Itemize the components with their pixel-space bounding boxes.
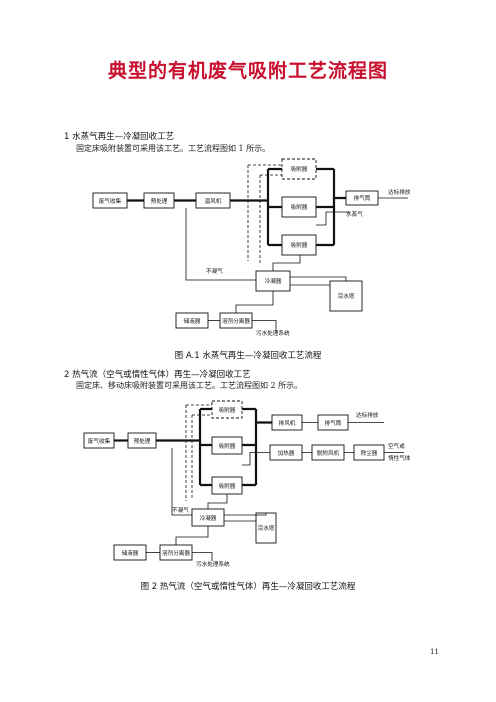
- fig2-line: [224, 513, 267, 516]
- fig2-main-fan-label: 排风机: [279, 419, 296, 427]
- fig2-line: [242, 452, 270, 466]
- fig2-storage-label: 储液器: [122, 549, 139, 557]
- section1-heading: 1 水蒸气再生—冷凝回收工艺: [64, 132, 175, 142]
- fig2-line: [185, 404, 212, 501]
- fig1-noncond-label: 不凝气: [206, 267, 223, 275]
- fig2-stack-label: 排气筒: [325, 419, 342, 427]
- fig1-line: [235, 291, 274, 313]
- fig1-steam-label: 水蒸气: [346, 210, 363, 218]
- fig1-separator-label: 溶剂分离器: [222, 317, 250, 325]
- fig1-adsorber-bot-label: 吸附器: [291, 241, 308, 249]
- fig1-fan-label: 温风机: [205, 197, 222, 205]
- fig1-cooling-tower-box: [329, 280, 363, 312]
- fig2-wastewater-label: 污水处理系统: [196, 560, 230, 568]
- fig1-line: [316, 167, 346, 247]
- fig1-cooling-tower-label: 凉水塔: [338, 292, 355, 300]
- fig1-line: [185, 208, 256, 281]
- section2-text: 固定床、移动床吸附装置可采用该工艺。工艺流程图如 2 所示。: [76, 381, 303, 390]
- fig1-line: [230, 167, 282, 247]
- fig2-adsorber-mid-label: 吸附器: [219, 442, 236, 450]
- fig2-heater-label: 加热器: [278, 449, 295, 457]
- fig1-adsorber-top-label: 吸附器: [291, 165, 308, 173]
- fig1-wastewater-label: 污水处理系统: [256, 329, 290, 337]
- fig1-pretreat-label: 预处理: [151, 197, 168, 205]
- figure2-diagram: 废气收集 预处理 吸附器 吸附器 吸附器 排风机 排气筒 达标排放 加热器 脱附…: [83, 400, 411, 568]
- fig2-pretreat-label: 预处理: [134, 437, 151, 445]
- fig1-condenser-label: 冷凝器: [265, 277, 282, 285]
- fig1-line: [252, 320, 277, 331]
- page-title: 典型的有机废气吸附工艺流程图: [107, 60, 388, 82]
- fig2-line: [242, 407, 272, 487]
- fig2-desorb-fan-label: 脱附风机: [317, 449, 340, 457]
- fig1-adsorber-mid-label: 吸附器: [291, 203, 308, 211]
- fig1-storage-label: 储液器: [184, 317, 201, 325]
- fig2-line: [192, 552, 213, 561]
- section1-text: 固定床吸附装置可采用该工艺。工艺流程图如 1 所示。: [76, 144, 271, 153]
- fig2-adsorber-top-label: 吸附器: [219, 406, 236, 414]
- fig1-stack-label: 排气筒: [354, 194, 371, 202]
- fig1-gas-collect-label: 废气收集: [99, 197, 122, 205]
- fig2-air-label-2: 惰性气体: [388, 454, 411, 462]
- page-number: 11: [430, 648, 439, 656]
- fig2-line: [171, 448, 192, 516]
- figure2-caption: 图 2 热气流（空气或惰性气体）再生—冷凝回收工艺流程: [140, 582, 356, 592]
- fig2-noncond-label: 不凝气: [172, 506, 189, 514]
- fig1-discharge-label: 达标排放: [388, 188, 411, 196]
- fig2-dust-label: 除尘器: [361, 449, 378, 457]
- fig2-line: [156, 407, 212, 487]
- fig2-line: [207, 494, 228, 509]
- fig1-line: [272, 255, 301, 271]
- fig2-line: [175, 526, 209, 545]
- fig2-air-label-1: 空气或: [388, 442, 405, 450]
- figure1-caption: 图 A.1 水蒸气再生—冷凝回收工艺流程: [174, 351, 322, 361]
- fig2-cooling-tower-label: 凉水塔: [258, 524, 275, 532]
- section2-heading: 2 热气流（空气或惰性气体）再生—冷凝回收工艺: [64, 370, 251, 380]
- fig2-discharge-label: 达标排放: [356, 411, 379, 419]
- fig2-adsorber-bot-label: 吸附器: [219, 482, 236, 490]
- fig2-condenser-label: 冷凝器: [200, 514, 217, 522]
- fig2-separator-label: 溶剂分离器: [162, 549, 190, 557]
- fig2-gas-collect-label: 废气收集: [88, 437, 111, 445]
- figure1-diagram: 废气收集 预处理 温风机 吸附器 吸附器 吸附器 排气筒 达标排放 水蒸气 冷凝…: [92, 158, 411, 337]
- fig1-line: [316, 211, 350, 226]
- fig1-line: [247, 164, 282, 265]
- fig1-line: [290, 276, 347, 281]
